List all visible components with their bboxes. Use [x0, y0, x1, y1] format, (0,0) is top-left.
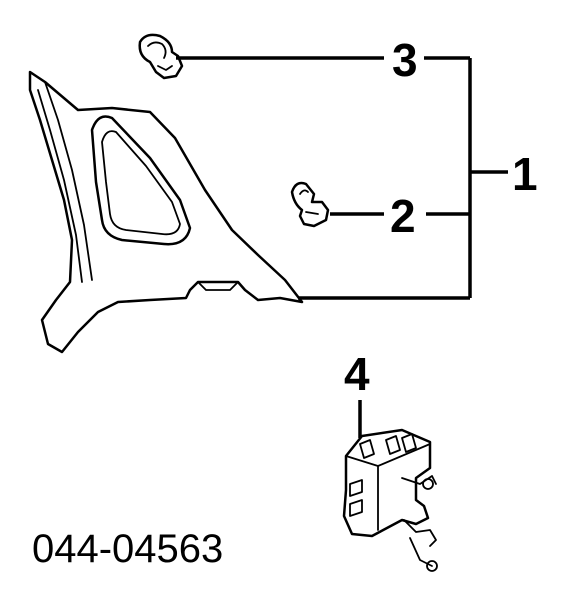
- callout-1: 1: [512, 148, 538, 200]
- clip-part-3: [138, 33, 184, 80]
- callout-4: 4: [344, 348, 370, 400]
- callout-2: 2: [390, 190, 416, 242]
- part-number: 044-04563: [32, 527, 223, 571]
- pillar-trim-panel: [28, 70, 304, 354]
- callout-3: 3: [392, 34, 418, 86]
- leader-lines: [176, 56, 508, 438]
- switch-part-4: [342, 428, 438, 572]
- fastener-part-2: [290, 181, 330, 228]
